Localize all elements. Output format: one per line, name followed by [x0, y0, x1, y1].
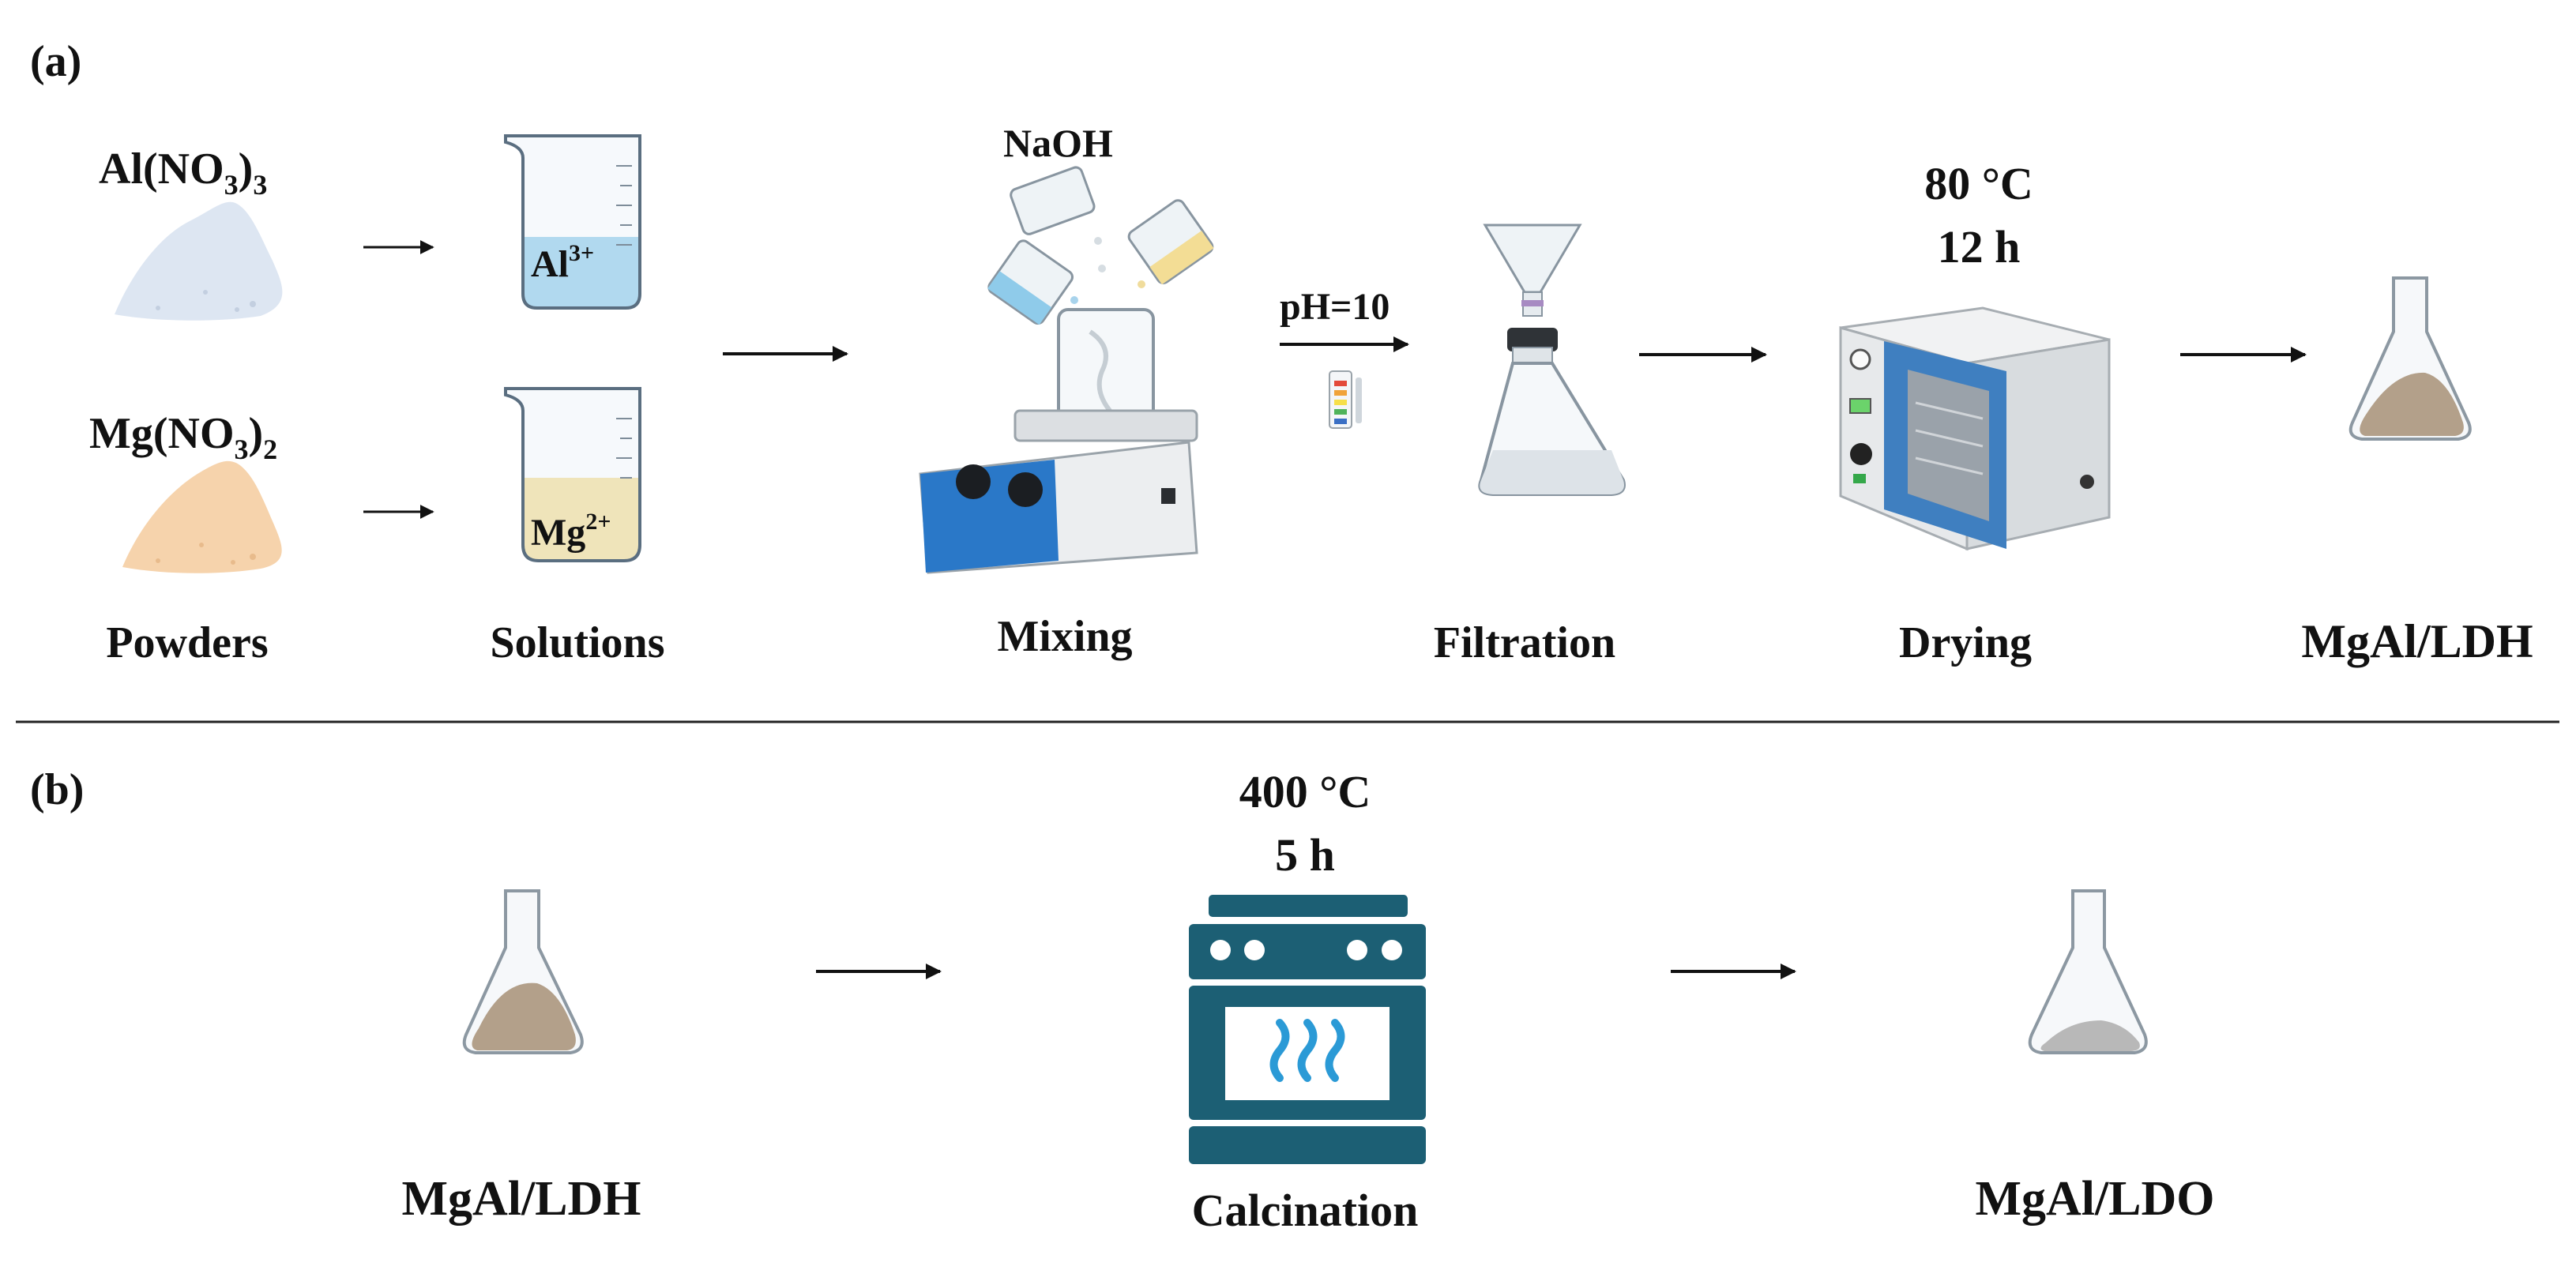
naoh-label: NaOH — [1003, 121, 1113, 165]
ldo-flask-icon — [2028, 889, 2148, 1054]
mg-nitrate-label: Mg(NO3)2 — [89, 409, 277, 465]
magnetic-stirrer-icon — [919, 166, 1214, 574]
stage-label-powders: Powders — [106, 618, 268, 667]
stage-label-ldh-input: MgAl/LDH — [401, 1172, 641, 1226]
mg-powder-icon — [122, 460, 282, 573]
al-nitrate-label: Al(NO3)3 — [99, 145, 267, 201]
stage-label-calcination: Calcination — [1192, 1185, 1419, 1236]
stage-label-ldo-output: MgAl/LDO — [1975, 1172, 2214, 1226]
ldh-input-flask-icon — [462, 889, 584, 1054]
al-powder-icon — [115, 201, 283, 321]
al-solution-beaker-icon — [504, 134, 641, 310]
stage-label-filtration: Filtration — [1434, 618, 1615, 667]
panel-b-tag: (b) — [30, 765, 84, 814]
ph-label: pH=10 — [1280, 286, 1390, 328]
mg-ion-label: Mg2+ — [531, 509, 611, 554]
calcination-temperature: 400 °C — [1239, 766, 1371, 817]
ph-indicator-icon — [1329, 370, 1362, 429]
stage-label-drying: Drying — [1899, 618, 2032, 667]
ldh-flask-icon — [2348, 276, 2472, 441]
al-ion-label: Al3+ — [531, 240, 594, 285]
filtration-flask-icon — [1478, 224, 1626, 496]
stage-label-mixing: Mixing — [997, 612, 1132, 661]
stage-label-product: MgAl/LDH — [2301, 615, 2533, 667]
panel-a-tag: (a) — [30, 37, 81, 86]
calcination-time: 5 h — [1275, 829, 1335, 881]
mg-solution-beaker-icon — [504, 387, 641, 562]
drying-temperature: 80 °C — [1924, 158, 2033, 209]
drying-time: 12 h — [1938, 221, 2021, 272]
stage-label-solutions: Solutions — [491, 618, 665, 667]
drying-oven-icon — [1839, 306, 2111, 551]
furnace-icon — [1189, 895, 1426, 1164]
